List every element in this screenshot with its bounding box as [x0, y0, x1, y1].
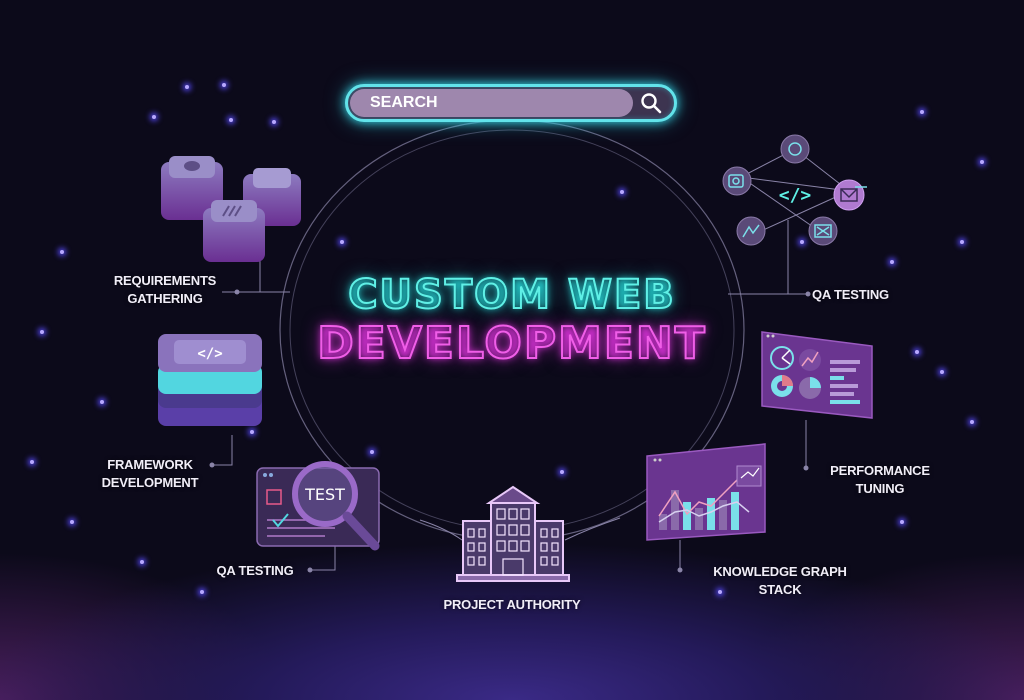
label-line: QA TESTING — [812, 287, 889, 302]
search-placeholder: SEARCH — [370, 94, 438, 111]
framework-label: FRAMEWORK DEVELOPMENT — [80, 456, 220, 492]
label-line: QA TESTING — [216, 563, 294, 578]
star — [229, 118, 233, 122]
star — [920, 110, 924, 114]
cubes-icon — [161, 156, 301, 262]
label-line: TUNING — [855, 481, 905, 496]
star — [272, 120, 276, 124]
performance-tuning-label: PERFORMANCE TUNING — [810, 462, 950, 498]
star — [200, 590, 204, 594]
svg-text:TEST: TEST — [304, 485, 345, 504]
star — [70, 520, 74, 524]
search-input[interactable]: SEARCH — [350, 89, 633, 117]
star — [185, 85, 189, 89]
label-line: PROJECT AUTHORITY — [443, 597, 581, 612]
label-line: GATHERING — [127, 291, 203, 306]
title-line-1: CUSTOM WEB — [347, 271, 676, 319]
star — [60, 250, 64, 254]
star — [30, 460, 34, 464]
star — [620, 190, 624, 194]
requirements-label: REQUIREMENTS GATHERING — [90, 272, 240, 308]
svg-text:</>: </> — [197, 346, 222, 362]
label-line: KNOWLEDGE GRAPH — [713, 564, 847, 579]
knowledge-graph-label: KNOWLEDGE GRAPH STACK — [690, 563, 870, 599]
star — [980, 160, 984, 164]
star — [250, 430, 254, 434]
star — [915, 350, 919, 354]
search-button[interactable] — [634, 89, 668, 117]
search-icon — [641, 93, 662, 114]
magnifier-test-icon: TEST — [256, 461, 380, 551]
star — [718, 590, 722, 594]
label-line: FRAMEWORK — [107, 457, 193, 472]
title-line-2: DEVELOPMENT — [316, 317, 707, 370]
star — [152, 115, 156, 119]
building-icon — [456, 485, 570, 582]
star — [890, 260, 894, 264]
star — [940, 370, 944, 374]
star — [800, 240, 804, 244]
label-line: REQUIREMENTS — [113, 273, 217, 288]
star — [900, 520, 904, 524]
bar-chart-icon — [646, 443, 766, 541]
star — [970, 420, 974, 424]
search-bar[interactable]: SEARCH — [345, 84, 677, 122]
star — [140, 560, 144, 564]
star — [560, 470, 564, 474]
star — [960, 240, 964, 244]
qa-testing-left-label: QA TESTING — [200, 562, 310, 580]
label-line: DEVELOPMENT — [101, 475, 199, 490]
svg-text:</>: </> — [779, 185, 812, 206]
dashboard-icon — [761, 331, 873, 419]
code-network-icon: </> — [722, 134, 867, 246]
label-line: STACK — [758, 582, 802, 597]
qa-testing-right-label: QA TESTING — [812, 286, 922, 304]
label-line: PERFORMANCE — [830, 463, 930, 478]
star — [370, 450, 374, 454]
star — [100, 400, 104, 404]
project-authority-label: PROJECT AUTHORITY — [420, 596, 604, 614]
star — [222, 83, 226, 87]
layer-stack-icon: </> — [158, 334, 262, 426]
star — [40, 330, 44, 334]
star — [340, 240, 344, 244]
